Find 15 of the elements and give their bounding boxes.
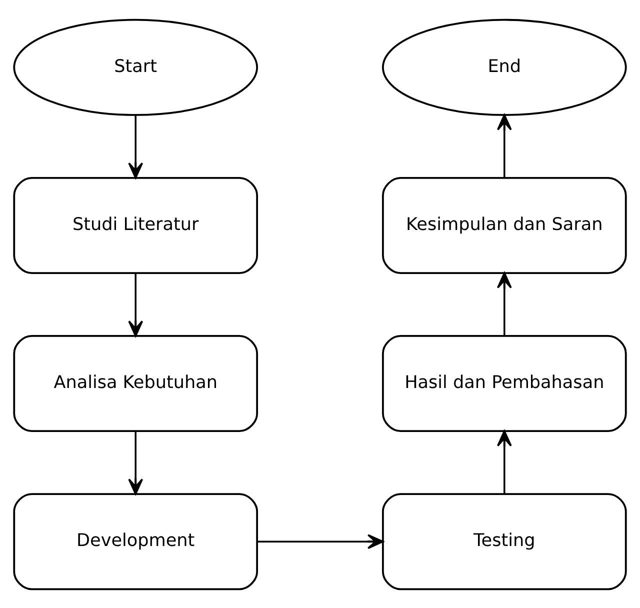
node-box: Kesimpulan dan Saran bbox=[382, 176, 627, 274]
arrow bbox=[496, 114, 512, 178]
node-box: Testing bbox=[382, 492, 627, 590]
arrow bbox=[128, 430, 144, 494]
arrow bbox=[496, 272, 512, 336]
node-box: Studi Literatur bbox=[13, 176, 258, 274]
arrow bbox=[496, 430, 512, 494]
node-box: Hasil dan Pembahasan bbox=[382, 334, 627, 432]
node-ellipse: End bbox=[382, 18, 627, 116]
arrow bbox=[128, 272, 144, 336]
node-box: Analisa Kebutuhan bbox=[13, 334, 258, 432]
arrow bbox=[128, 114, 144, 178]
arrow bbox=[257, 534, 384, 549]
node-box: Development bbox=[13, 492, 258, 590]
node-ellipse: Start bbox=[13, 18, 258, 116]
